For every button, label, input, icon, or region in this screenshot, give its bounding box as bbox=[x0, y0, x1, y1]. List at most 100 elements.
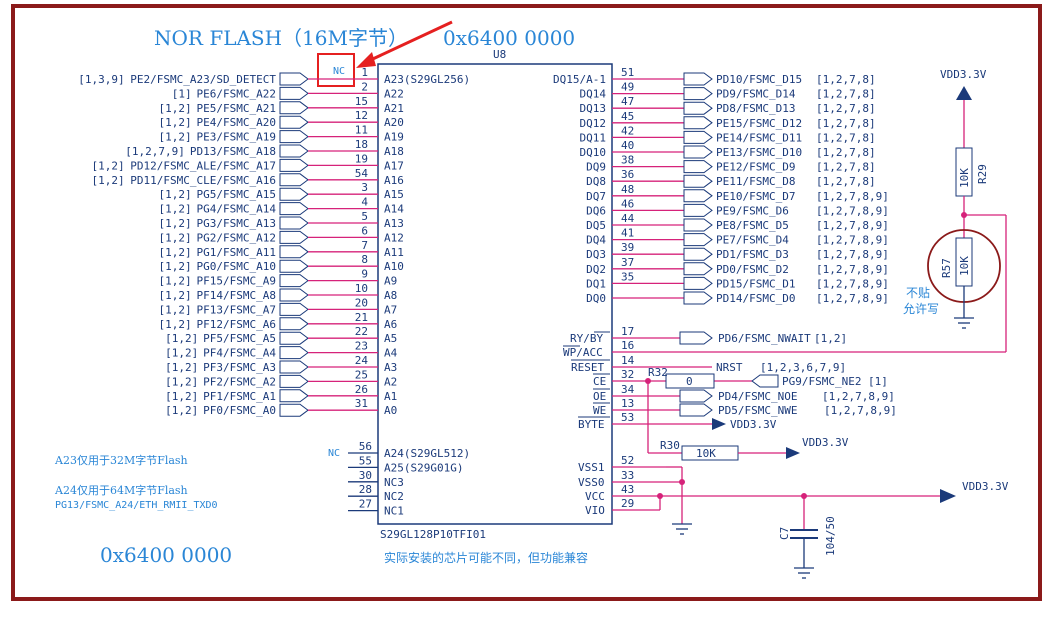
pin-number: 39 bbox=[621, 241, 634, 254]
port-right bbox=[683, 247, 713, 261]
net-label: PD14/FSMC_D0 bbox=[716, 292, 795, 305]
pin-name-vio: VIO bbox=[585, 504, 605, 517]
net-label: PD10/FSMC_D15 bbox=[716, 73, 802, 86]
ref-ce: [1] bbox=[868, 375, 888, 388]
pin-num-vio: 29 bbox=[621, 497, 634, 510]
net-label: PF1/FSMC_A1 bbox=[203, 390, 276, 403]
nc-highlight-box bbox=[317, 53, 355, 87]
port-right bbox=[683, 72, 713, 86]
net-label: PE4/FSMC_A20 bbox=[197, 116, 276, 129]
pin-name: DQ4 bbox=[586, 234, 606, 247]
pin-name: DQ13 bbox=[580, 102, 607, 115]
pin-name: A18 bbox=[384, 145, 404, 158]
r30-ref: R30 bbox=[660, 439, 680, 452]
port-left bbox=[279, 259, 309, 273]
net-label: PG2/FSMC_A12 bbox=[197, 231, 276, 244]
net-ref: [1,2,7,8,9] bbox=[816, 292, 889, 305]
pin-name: DQ9 bbox=[586, 161, 606, 174]
net-label: PE13/FSMC_D10 bbox=[716, 146, 802, 159]
r57-ref: R57 bbox=[940, 258, 953, 278]
pin-num-ry-by: 17 bbox=[621, 325, 634, 338]
port-right bbox=[683, 87, 713, 101]
net-ref: [1,2] bbox=[91, 159, 124, 172]
pin-name: A11 bbox=[384, 246, 404, 259]
net-ref: [1,2,7,8] bbox=[816, 161, 876, 174]
port-oe bbox=[679, 389, 713, 403]
net-ref: [1,2] bbox=[165, 404, 198, 417]
pin-name-ry-by: RY/BY bbox=[570, 332, 603, 345]
net-ref: [1,2] bbox=[158, 102, 191, 115]
pin-name: DQ14 bbox=[580, 88, 607, 101]
vdd-right-label: VDD3.3V bbox=[962, 480, 1009, 493]
pin-number: 45 bbox=[621, 110, 634, 123]
pin-name: DQ1 bbox=[586, 277, 606, 290]
port-right bbox=[683, 276, 713, 290]
resistor-r32 bbox=[665, 373, 715, 389]
port-right bbox=[683, 145, 713, 159]
ref-reset: [1,2,3,6,7,9] bbox=[760, 361, 846, 374]
arrow-r30 bbox=[786, 447, 800, 459]
net-ref: [1,2,7,8] bbox=[816, 146, 876, 159]
pin-name: NC2 bbox=[384, 490, 404, 503]
net-label: PD1/FSMC_D3 bbox=[716, 248, 789, 261]
net-ref: [1,2,7,8,9] bbox=[816, 263, 889, 276]
junction-vcc bbox=[657, 493, 663, 499]
net-ref: [1,2] bbox=[158, 231, 191, 244]
c7-value: 104/50 bbox=[824, 516, 837, 556]
pin-number: 12 bbox=[355, 109, 368, 122]
pin-name: A1 bbox=[384, 390, 397, 403]
pin-name: A22 bbox=[384, 87, 404, 100]
pin-name: A19 bbox=[384, 131, 404, 144]
port-left bbox=[279, 245, 309, 259]
pin-number: 15 bbox=[355, 95, 368, 108]
port-right bbox=[683, 203, 713, 217]
port-ry-by bbox=[679, 331, 713, 345]
net-oe: PD4/FSMC_NOE bbox=[718, 390, 797, 403]
junction-ce bbox=[645, 378, 651, 384]
pin-number: 4 bbox=[361, 196, 368, 209]
pin-number: 3 bbox=[361, 181, 368, 194]
pin-name: DQ2 bbox=[586, 263, 606, 276]
pin-name: DQ15/A-1 bbox=[553, 73, 606, 86]
port-left bbox=[279, 202, 309, 216]
pin-name: A13 bbox=[384, 217, 404, 230]
pin-num-wp-acc: 16 bbox=[621, 339, 634, 352]
port-left bbox=[279, 389, 309, 403]
pin-name: A20 bbox=[384, 116, 404, 129]
port-left bbox=[279, 86, 309, 100]
port-right bbox=[683, 101, 713, 115]
net-label: PD12/FSMC_ALE/FSMC_A17 bbox=[130, 159, 276, 172]
pin-num-byte: 53 bbox=[621, 411, 634, 424]
pin-number: 47 bbox=[621, 95, 634, 108]
port-right bbox=[683, 291, 713, 305]
address-top: 0x6400 0000 bbox=[443, 26, 575, 50]
net-label: PD8/FSMC_D13 bbox=[716, 102, 795, 115]
net-label: PG5/FSMC_A15 bbox=[197, 188, 276, 201]
pin-number: 56 bbox=[359, 440, 372, 453]
net-label: PF4/FSMC_A4 bbox=[203, 347, 276, 360]
pin-name: A14 bbox=[384, 203, 404, 216]
junction-c7 bbox=[801, 493, 807, 499]
pin-number: 54 bbox=[355, 167, 369, 180]
net-we: PD5/FSMC_NWE bbox=[718, 404, 797, 417]
net-label: PF2/FSMC_A2 bbox=[203, 375, 276, 388]
page-title: NOR FLASH（16M字节） bbox=[154, 26, 408, 50]
pin-name-byte: BYTE bbox=[578, 418, 605, 431]
net-ce: PG9/FSMC_NE2 bbox=[782, 375, 861, 388]
net-label: PE12/FSMC_D9 bbox=[716, 161, 795, 174]
port-left bbox=[279, 101, 309, 115]
port-right bbox=[683, 160, 713, 174]
net-ref: [1,2,7,8,9] bbox=[816, 219, 889, 232]
note-nc-side: NC bbox=[328, 448, 340, 459]
pin-name: NC1 bbox=[384, 505, 404, 518]
pin-number: 48 bbox=[621, 183, 634, 196]
pin-num-vss1: 52 bbox=[621, 454, 634, 467]
pin-name-vcc: VCC bbox=[585, 490, 605, 503]
net-label: PE8/FSMC_D5 bbox=[716, 219, 789, 232]
pin-number: 19 bbox=[355, 152, 368, 165]
pin-number: 6 bbox=[361, 224, 368, 237]
net-label: PF0/FSMC_A0 bbox=[203, 404, 276, 417]
pin-number: 37 bbox=[621, 256, 634, 269]
pin-name: A7 bbox=[384, 303, 397, 316]
